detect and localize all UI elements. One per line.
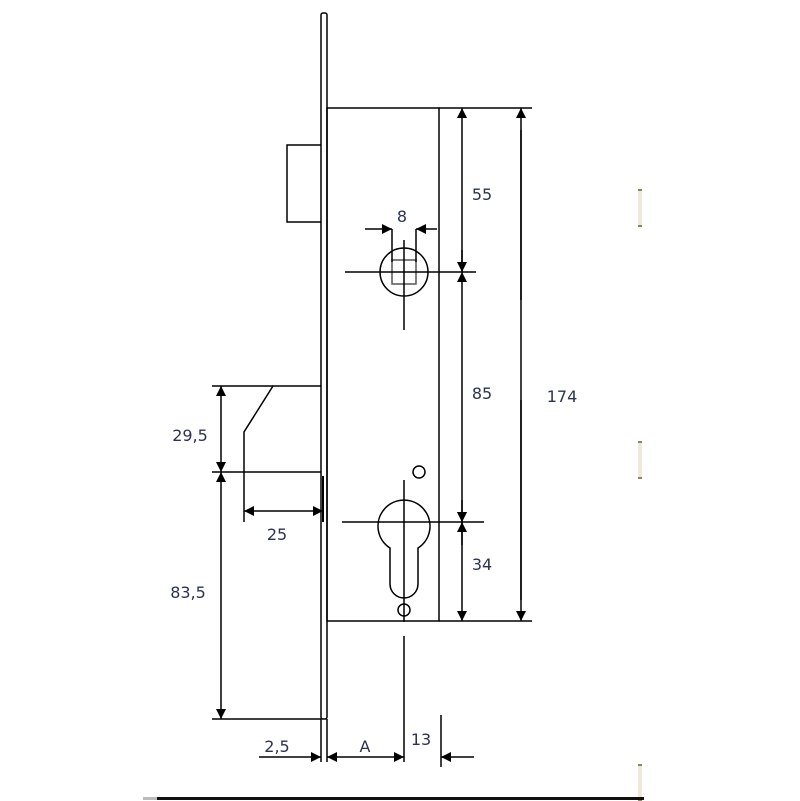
bottom-edge-line: [157, 797, 644, 800]
dim-label-top-to-spindle: 55: [472, 185, 492, 204]
dim-spindle-width: 8: [365, 207, 437, 262]
spindle-hub: [345, 240, 476, 330]
screw-hole-top: [412, 465, 426, 479]
edge-artifact: [638, 764, 642, 801]
dim-label-spindle-to-cylinder: 85: [472, 384, 492, 403]
edge-artifact: [638, 189, 642, 227]
dim-label-body-offset: 13: [411, 730, 431, 749]
dim-latch-projection: 25: [243, 472, 324, 544]
dim-label-faceplate-thickness: 2,5: [264, 737, 289, 756]
dim-label-cylinder-to-bottom: 34: [472, 555, 492, 574]
dim-total-height: 174: [516, 108, 578, 621]
deadbolt: [286, 144, 321, 223]
lock-case: [326, 107, 440, 622]
latch-bolt: [243, 385, 321, 473]
dim-chain-left: 29,5 83,5: [170, 385, 321, 720]
dim-label-spindle-width: 8: [397, 207, 407, 226]
dim-label-backset: A: [360, 737, 371, 756]
dim-chain-bottom: 2,5 A 13: [259, 715, 474, 767]
dim-label-total-height: 174: [547, 387, 578, 406]
dim-label-latch-to-bottom: 83,5: [170, 583, 206, 602]
dim-label-latch-height: 29,5: [172, 426, 208, 445]
dim-chain-right: 55 85 34: [439, 107, 532, 622]
dim-label-latch-projection: 25: [267, 525, 287, 544]
edge-artifact: [638, 441, 642, 479]
bottom-edge-light: [143, 797, 157, 800]
faceplate: [320, 12, 328, 720]
